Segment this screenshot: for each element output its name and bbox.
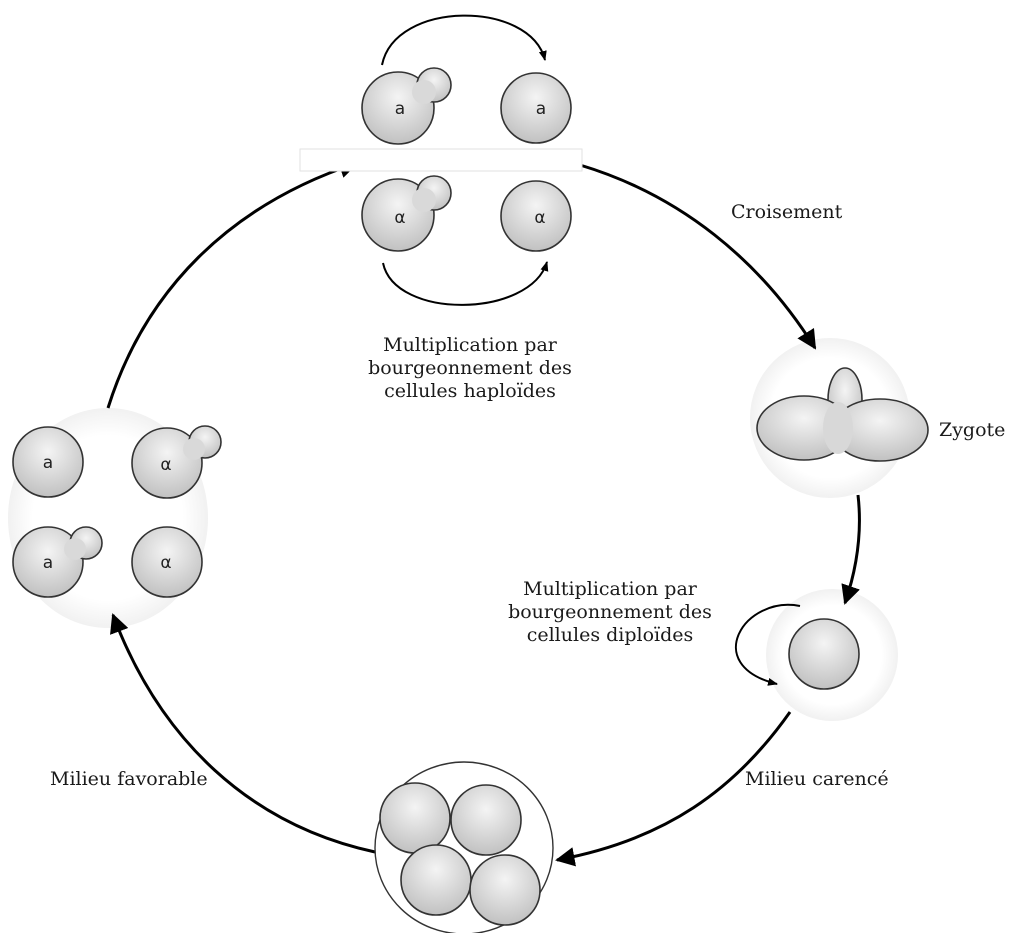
haploid-a-cell: a — [500, 72, 572, 144]
label-multiplication-haploides: Multiplication par bourgeonnement des ce… — [360, 334, 580, 403]
haploid-a-budding-cell: a — [361, 67, 452, 145]
zygote-cell — [756, 367, 929, 462]
spore — [379, 782, 451, 854]
germinated-spore-alpha-budding: α — [131, 425, 222, 499]
label-milieu-carence: Milieu carencé — [745, 768, 889, 790]
cell-mark-alpha: α — [394, 208, 405, 228]
label-line: cellules haploïdes — [384, 380, 556, 402]
loop-arrow-a — [381, 14, 547, 66]
diploid-cell — [788, 618, 860, 690]
haploid-alpha-budding-cell: α — [361, 175, 452, 252]
label-zygote: Zygote — [939, 419, 1006, 441]
label-line: bourgeonnement des — [508, 601, 712, 623]
cell-mark-a: a — [43, 453, 53, 473]
label-line: bourgeonnement des — [368, 357, 572, 379]
cell-mark-alpha: α — [160, 553, 171, 573]
loop-arrow-diploid — [734, 603, 801, 686]
label-line: Multiplication par — [383, 334, 557, 356]
haploid-alpha-cell: α — [500, 180, 572, 252]
cell-mark-a: a — [536, 99, 546, 119]
label-croisement: Croisement — [731, 201, 843, 223]
loop-arrow-alpha — [382, 261, 549, 306]
label-line: Multiplication par — [523, 578, 697, 600]
ascus — [374, 761, 554, 935]
arrow-to-ascus — [555, 711, 792, 867]
label-milieu-favorable: Milieu favorable — [50, 768, 208, 790]
cell-mark-a: a — [43, 553, 53, 573]
germinated-spore-a-budding: a — [12, 526, 103, 598]
spore — [469, 854, 541, 926]
arrow-to-diploid — [841, 494, 861, 605]
arrow-to-zygote — [579, 163, 817, 350]
spore — [450, 784, 522, 856]
cell-mark-a: a — [395, 99, 405, 119]
germinated-spore-a: a — [12, 426, 84, 498]
arrow-to-spores — [110, 613, 376, 854]
cell-mark-alpha: α — [534, 208, 545, 228]
spore — [400, 844, 472, 916]
arrow-to-haploid-multiplication — [106, 159, 359, 409]
separator-bar — [299, 148, 583, 172]
label-line: cellules diploïdes — [526, 624, 694, 646]
cell-mark-alpha: α — [160, 455, 171, 475]
germinated-spore-alpha: α — [131, 526, 203, 598]
label-multiplication-diploides: Multiplication par bourgeonnement des ce… — [500, 578, 720, 647]
